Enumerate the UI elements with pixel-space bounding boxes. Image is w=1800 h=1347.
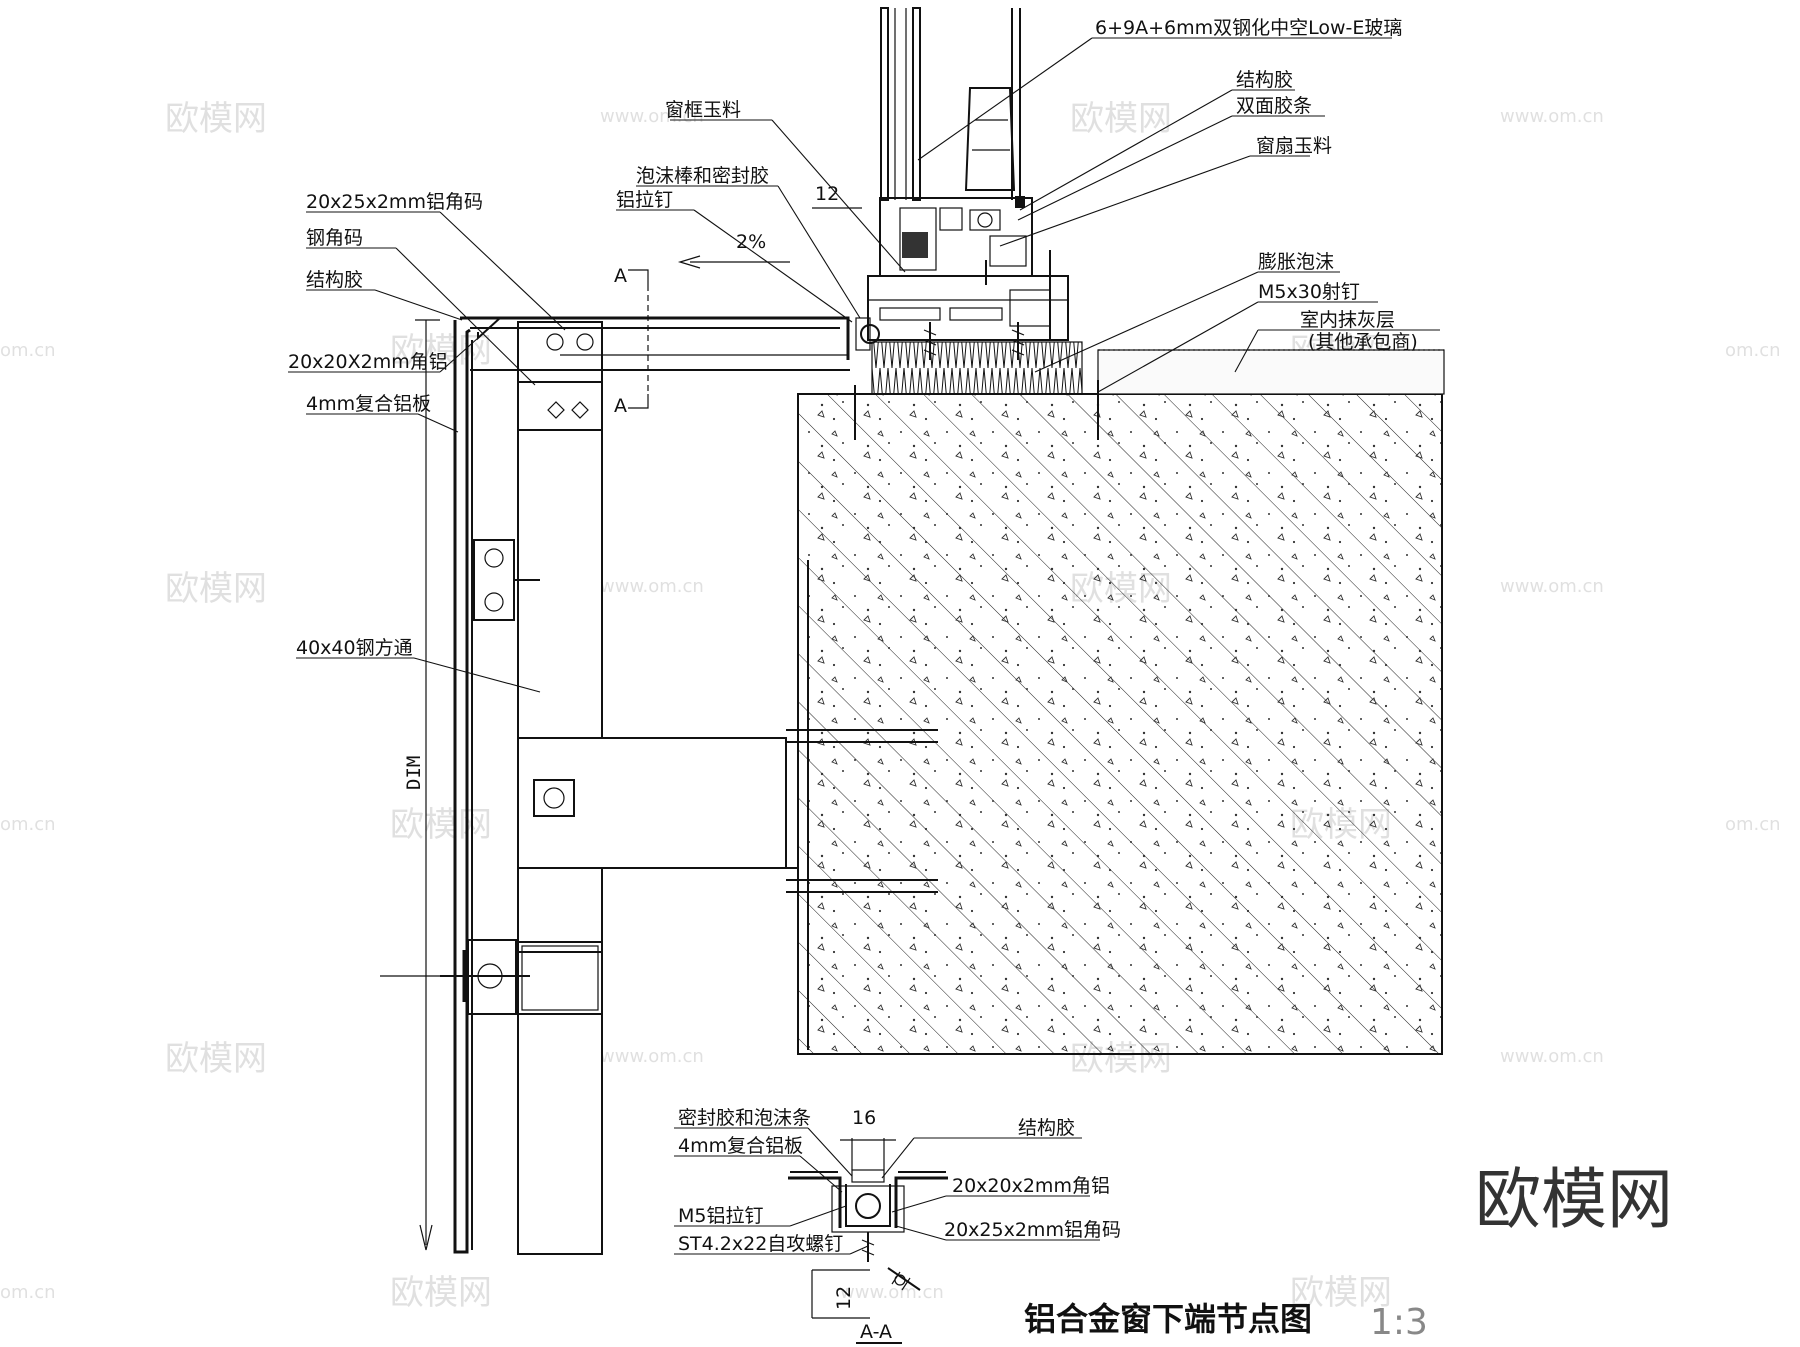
watermark-url: om.cn: [1725, 340, 1781, 361]
watermark-logo: 欧模网: [165, 99, 267, 139]
concrete-wall: [797, 393, 1443, 1055]
label-sash-profile: 窗扇玉料: [1256, 135, 1332, 157]
dim-line: DIM: [403, 319, 440, 1251]
label-panel-4mm: 4mm复合铝板: [306, 393, 431, 415]
composite-panel: [453, 320, 471, 1254]
label-angle-20: 20x20X2mm角铝: [288, 351, 448, 373]
aa-label-rivet: M5铝拉钉: [678, 1205, 763, 1227]
section-mark-a-bottom: A: [614, 395, 627, 417]
watermark-url: om.cn: [0, 1282, 56, 1303]
label-plaster: 室内抹灰层: [1300, 309, 1395, 331]
label-structural-glue-left: 结构胶: [306, 269, 363, 291]
watermark-url: www.om.cn: [1500, 1046, 1604, 1067]
drawing-scale: 1:3: [1370, 1302, 1428, 1343]
dim-12-top: 12: [815, 183, 839, 205]
cladding-system: [380, 316, 938, 1255]
watermark-url: www.om.cn: [600, 576, 704, 597]
drawing-title: 铝合金窗下端节点图: [1024, 1300, 1312, 1338]
watermark-url: www.om.cn: [600, 106, 704, 127]
aa-foam-rod: [855, 1193, 881, 1219]
section-mark-a-top: A: [614, 265, 627, 287]
label-steel-angle: 钢角码: [306, 227, 363, 249]
watermark-url: om.cn: [0, 814, 56, 835]
label-structural-glue-top: 结构胶: [1236, 69, 1293, 91]
aa-dim-12: 12: [833, 1286, 855, 1310]
watermark-logo: 欧模网: [165, 569, 267, 609]
watermark-logo: 欧模网: [1290, 1273, 1392, 1313]
section-aa-detail: 16 12 密封胶和泡沫条 4mm复合铝板 结构胶 20x20x2mm角铝 M5…: [674, 1107, 1121, 1344]
slope-value: 2%: [736, 231, 766, 253]
plaster-layer: [1097, 349, 1445, 395]
label-nail: M5x30射钉: [1258, 281, 1360, 303]
watermark-url: www.om.cn: [1500, 576, 1604, 597]
dim-label: DIM: [403, 756, 425, 790]
expanding-foam: [871, 341, 1083, 395]
aa-label-angle-25: 20x25x2mm铝角码: [944, 1219, 1121, 1241]
section-marks: A A 2% 12: [614, 183, 862, 417]
label-double-tape: 双面胶条: [1236, 95, 1312, 117]
aa-label-seal-foam: 密封胶和泡沫条: [678, 1107, 811, 1129]
label-plaster-note: (其他承包商): [1308, 331, 1418, 353]
window-frame: [854, 7, 1099, 440]
label-steel-tube: 40x40钢方通: [296, 637, 413, 659]
watermark-url: www.om.cn: [600, 1046, 704, 1067]
label-frame-profile: 窗框玉料: [665, 99, 741, 121]
label-angle-25: 20x25x2mm铝角码: [306, 191, 483, 213]
watermark-logo: 欧模网: [390, 331, 492, 371]
aa-section-name: A-A: [860, 1321, 892, 1343]
label-expand-foam: 膨胀泡沫: [1258, 251, 1334, 273]
brand-logo: 欧模网: [1475, 1161, 1673, 1238]
aa-label-screw: ST4.2x22自攻螺钉: [678, 1233, 843, 1255]
title-block: 铝合金窗下端节点图 1:3 欧模网: [1024, 1161, 1673, 1343]
label-glass: 6+9A+6mm双钢化中空Low-E玻璃: [1095, 17, 1402, 39]
label-rivet: 铝拉钉: [616, 189, 673, 211]
label-foam-sealant: 泡沫棒和密封胶: [636, 165, 769, 187]
watermark-logo: 欧模网: [390, 1273, 492, 1313]
watermark-url: www.om.cn: [1500, 106, 1604, 127]
watermark-url: www.om.cn: [840, 1282, 944, 1303]
watermark-logo: 欧模网: [165, 1039, 267, 1079]
watermark-url: om.cn: [0, 340, 56, 361]
annotations-main: 6+9A+6mm双钢化中空Low-E玻璃 结构胶 双面胶条 窗扇玉料 窗框玉料 …: [288, 17, 1440, 693]
watermark-logo: 欧模网: [1070, 99, 1172, 139]
watermark-url: om.cn: [1725, 814, 1781, 835]
aa-label-glue: 结构胶: [1018, 1117, 1075, 1139]
aa-label-panel: 4mm复合铝板: [678, 1135, 803, 1157]
watermark-logo: 欧模网: [390, 805, 492, 845]
aa-label-angle-20: 20x20x2mm角铝: [952, 1175, 1110, 1197]
steel-angle: [517, 737, 787, 869]
steel-tube: [517, 429, 603, 739]
aa-dim-16: 16: [852, 1107, 876, 1129]
